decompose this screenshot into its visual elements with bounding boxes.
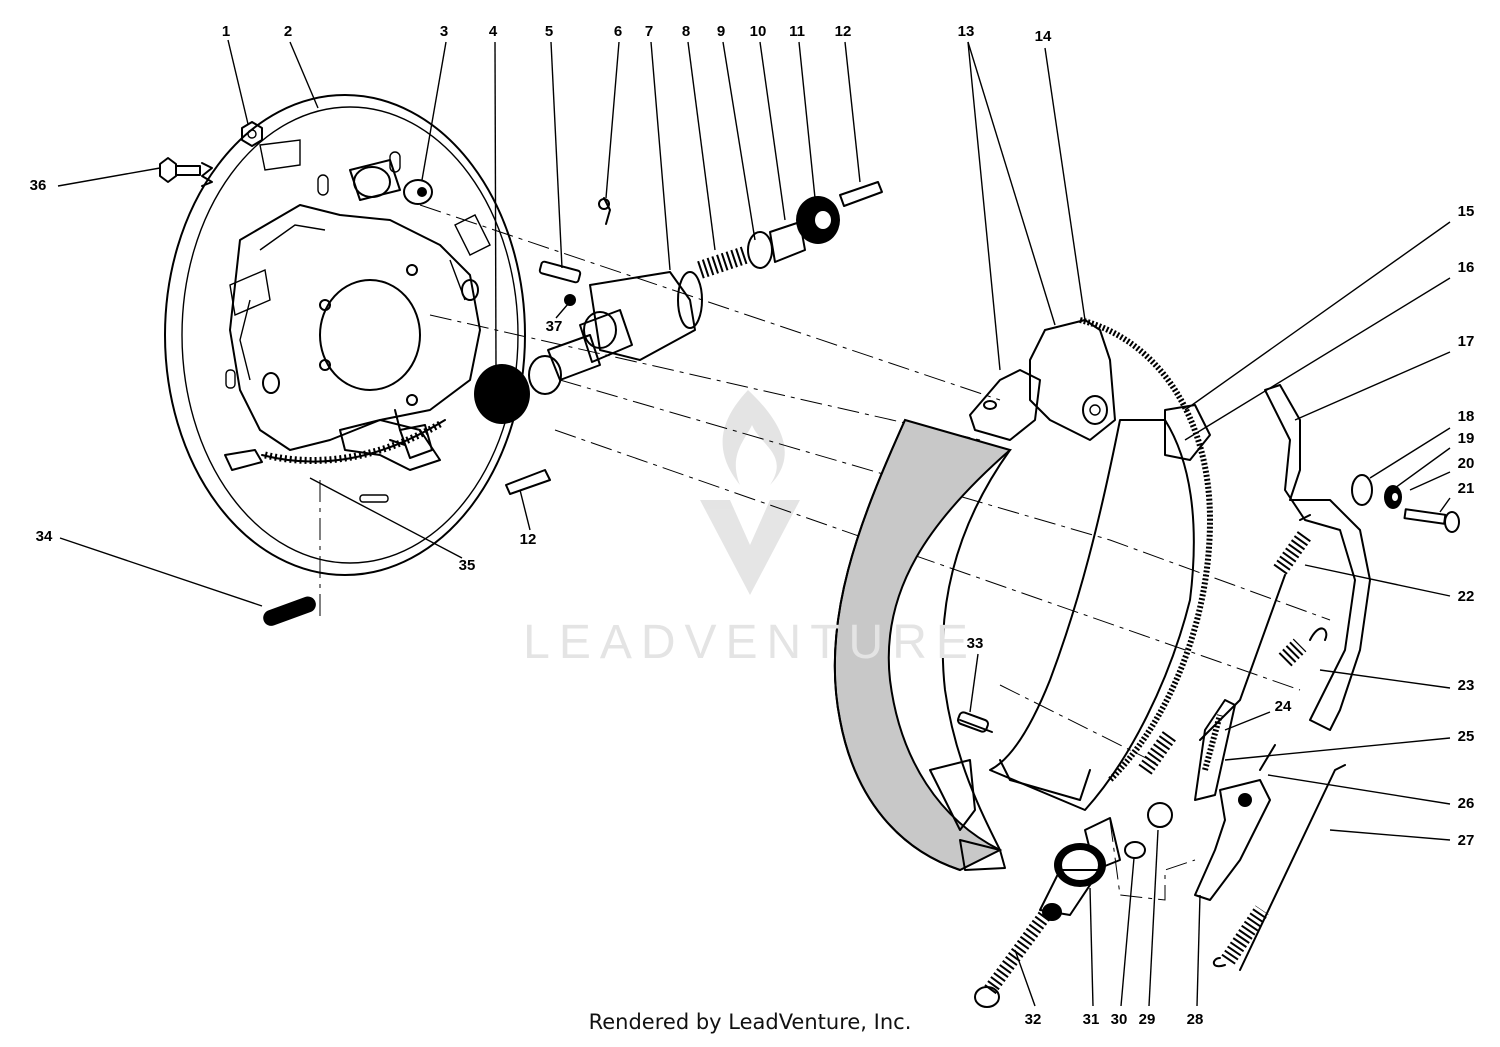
part-label-12: 12 [835, 23, 852, 40]
part-label-37: 37 [546, 318, 563, 335]
part-label-9: 9 [717, 23, 725, 40]
part-label-18: 18 [1458, 408, 1475, 425]
push-pin-lower [505, 469, 551, 495]
part-label-1: 1 [222, 23, 230, 40]
part-label-27: 27 [1458, 832, 1475, 849]
part-label-28: 28 [1187, 1011, 1204, 1028]
part-label-7: 7 [645, 23, 653, 40]
part-label-32: 32 [1025, 1011, 1042, 1028]
part-label-21: 21 [1458, 480, 1475, 497]
part-label-4: 4 [489, 23, 498, 40]
adjuster-lever-group [1194, 699, 1346, 971]
rubber-plug [263, 596, 316, 626]
watermark-text: LEADVENTURE [523, 616, 977, 669]
part-label-31: 31 [1083, 1011, 1100, 1028]
hex-nut-icon [241, 121, 263, 147]
part-label-33: 33 [967, 635, 984, 652]
part-label-13: 13 [958, 23, 975, 40]
part-label-17: 17 [1458, 333, 1475, 350]
adjuster-screw-group [956, 711, 1173, 1008]
part-label-8: 8 [682, 23, 690, 40]
pivot-hardware [1351, 474, 1460, 533]
brake-shoe-rear [989, 317, 1214, 811]
part-label-11: 11 [789, 23, 805, 40]
part-label-23: 23 [1458, 677, 1475, 694]
bolt-with-washer-icon [159, 157, 213, 187]
brake-shoe-front [833, 369, 1041, 872]
part-label-12: 12 [520, 531, 537, 548]
part-label-26: 26 [1458, 795, 1475, 812]
part-label-35: 35 [459, 557, 476, 574]
cylinder-boot [474, 364, 530, 424]
part-label-19: 19 [1458, 430, 1475, 447]
part-label-29: 29 [1139, 1011, 1156, 1028]
leader-lines [57, 39, 1451, 1007]
part-label-24: 24 [1275, 698, 1292, 715]
assembly-guide-lines [319, 204, 1331, 901]
backing-plate [164, 94, 526, 576]
parking-brake-lever [1264, 384, 1371, 731]
part-label-3: 3 [440, 23, 448, 40]
part-label-20: 20 [1458, 455, 1475, 472]
part-label-25: 25 [1458, 728, 1475, 745]
wheel-cylinder-assembly [353, 166, 883, 395]
part-label-16: 16 [1458, 259, 1475, 276]
watermark-logo [700, 390, 800, 595]
part-label-10: 10 [750, 23, 767, 40]
footer-credit: Rendered by LeadVenture, Inc. [588, 1010, 912, 1034]
part-label-36: 36 [30, 177, 47, 194]
part-label-6: 6 [614, 23, 622, 40]
part-label-22: 22 [1458, 588, 1475, 605]
part-label-2: 2 [284, 23, 292, 40]
part-label-30: 30 [1111, 1011, 1128, 1028]
return-springs [1138, 514, 1328, 775]
part-label-34: 34 [36, 528, 53, 545]
part-label-5: 5 [545, 23, 553, 40]
part-label-14: 14 [1035, 28, 1052, 45]
adjuster-cable [224, 409, 446, 471]
part-label-15: 15 [1458, 203, 1475, 220]
